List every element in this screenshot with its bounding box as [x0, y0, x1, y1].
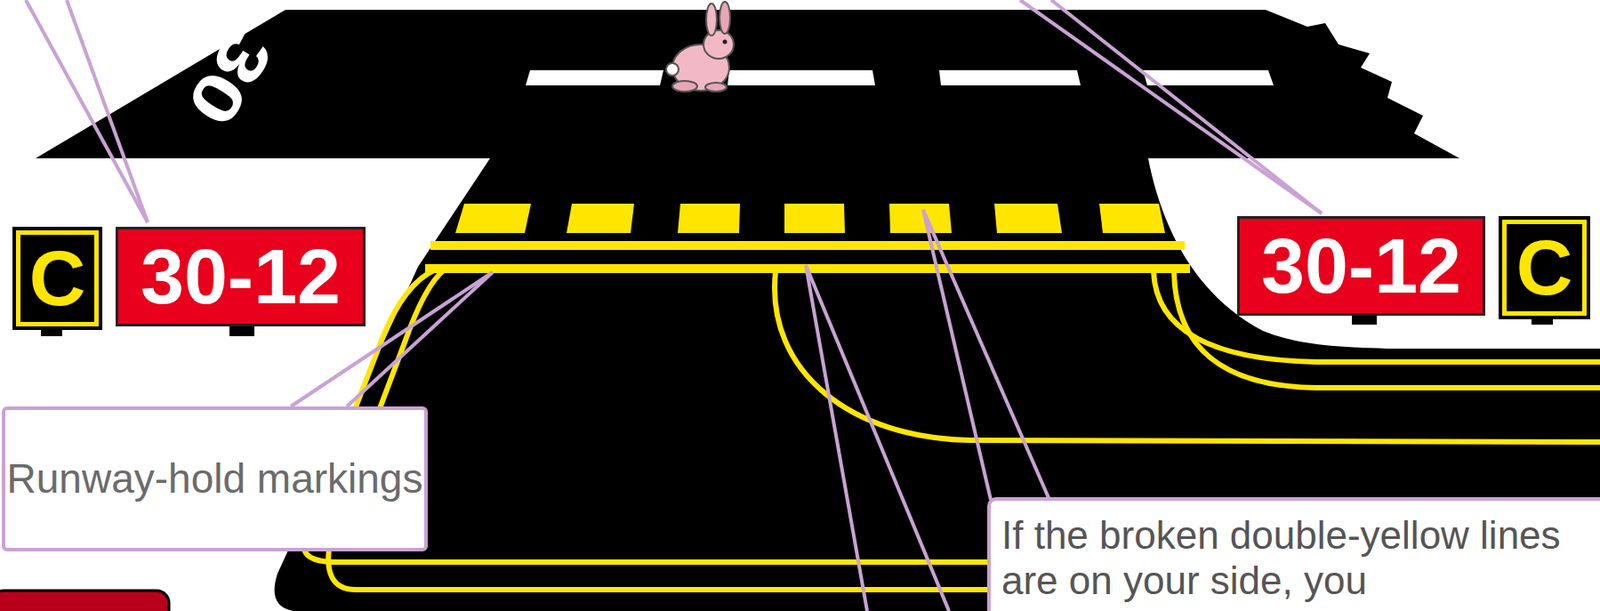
sign-text: 30-12 — [140, 237, 341, 316]
runway-sign: 30-12 — [1237, 216, 1486, 316]
callout-text: If the broken double-yellow lines are on… — [1001, 513, 1580, 604]
callout-text: Runway-hold markings — [7, 456, 424, 503]
sign-text: 30-12 — [1261, 226, 1462, 306]
runway-sign: 30-12 — [115, 226, 366, 327]
partial-sign — [0, 590, 169, 611]
runway-centerline — [525, 70, 1274, 86]
taxiway-sign: C — [12, 226, 103, 330]
taxiway-sign: C — [1498, 216, 1591, 320]
rabbit — [666, 1, 734, 92]
taxiway-surface — [274, 158, 1600, 611]
runway-hold-marking — [425, 203, 1190, 274]
sign-text: C — [29, 239, 87, 318]
callout-box: Runway-hold markings — [1, 406, 428, 552]
runway-surface — [35, 9, 1460, 159]
sign-text: C — [1516, 228, 1574, 307]
callout-box: If the broken double-yellow lines are on… — [987, 497, 1600, 611]
